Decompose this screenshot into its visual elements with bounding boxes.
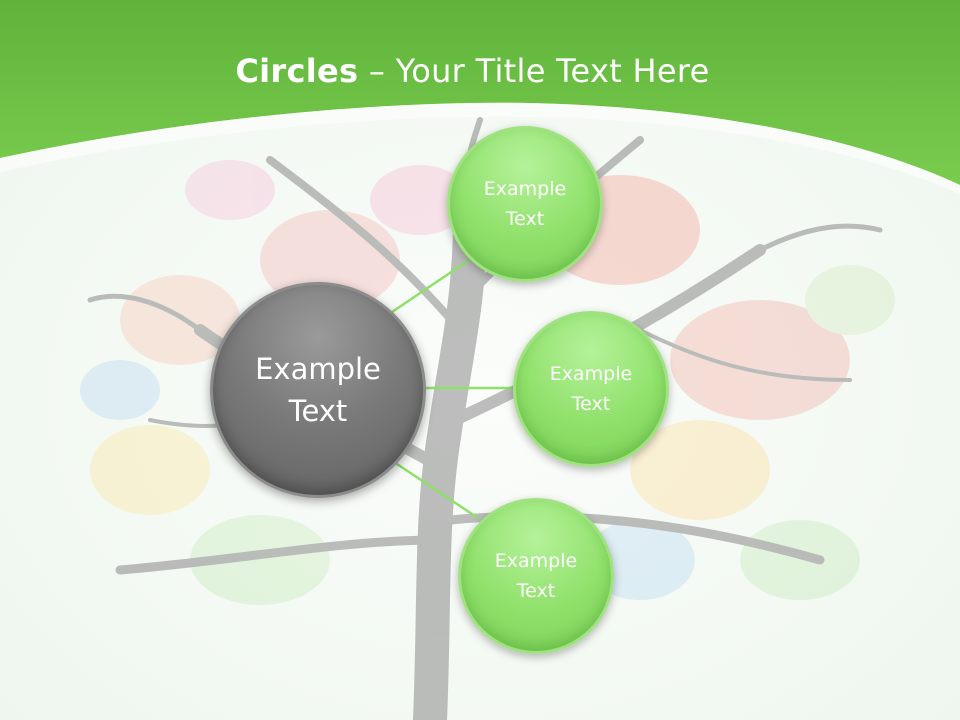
header-swoosh xyxy=(0,102,960,194)
connector-bottom xyxy=(393,460,479,520)
satellite-circle-label: Example Text xyxy=(494,550,578,602)
center-circle-label: Example Text xyxy=(255,352,381,428)
satellite-circle-top: Example Text xyxy=(447,126,603,282)
center-circle: Example Text xyxy=(210,282,426,498)
satellite-circle-middle: Example Text xyxy=(513,311,669,467)
satellite-circle-label: Example Text xyxy=(483,178,567,230)
satellite-circle-label: Example Text xyxy=(549,363,633,415)
connector-top xyxy=(391,256,473,314)
header-band xyxy=(0,0,960,185)
connectors xyxy=(391,256,515,520)
satellite-circle-bottom: Example Text xyxy=(458,498,614,654)
title-bold: Circles xyxy=(235,52,359,90)
title-rest: – Your Title Text Here xyxy=(358,52,710,90)
slide-title: Circles – Your Title Text Here xyxy=(0,52,945,90)
